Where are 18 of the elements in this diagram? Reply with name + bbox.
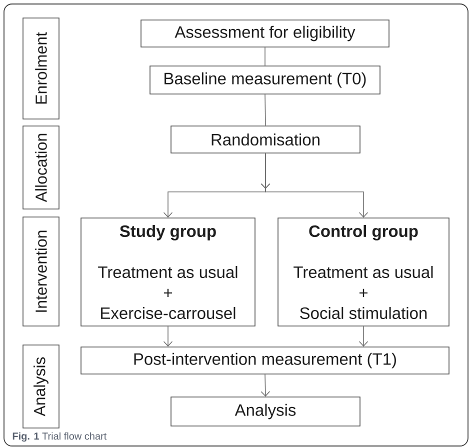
- arrow: [260, 153, 368, 218]
- process-box: Analysis: [170, 396, 360, 426]
- group-box: Control group Treatment as usual + Social stimulation: [278, 218, 450, 326]
- group-box: Study group Treatment as usual + Exercise-carrousel: [80, 218, 256, 326]
- process-box: Randomisation: [170, 126, 360, 154]
- process-box: Assessment for eligibility: [140, 20, 390, 48]
- arrow: [260, 374, 270, 397]
- stage-label-box: Intervention: [22, 216, 60, 326]
- caption: Fig. 1 Trial flow chart: [12, 432, 107, 442]
- connector-line: [264, 94, 266, 126]
- stage-label-box: Enrolment: [22, 18, 60, 120]
- arrow: [358, 326, 368, 347]
- stage-label-box: Analysis: [22, 344, 60, 428]
- connector-line: [264, 47, 266, 66]
- process-box: Baseline measurement (T0): [150, 66, 380, 94]
- stage-label-box: Allocation: [22, 126, 60, 210]
- process-box: Post-intervention measurement (T1): [80, 346, 450, 374]
- arrow: [163, 326, 173, 347]
